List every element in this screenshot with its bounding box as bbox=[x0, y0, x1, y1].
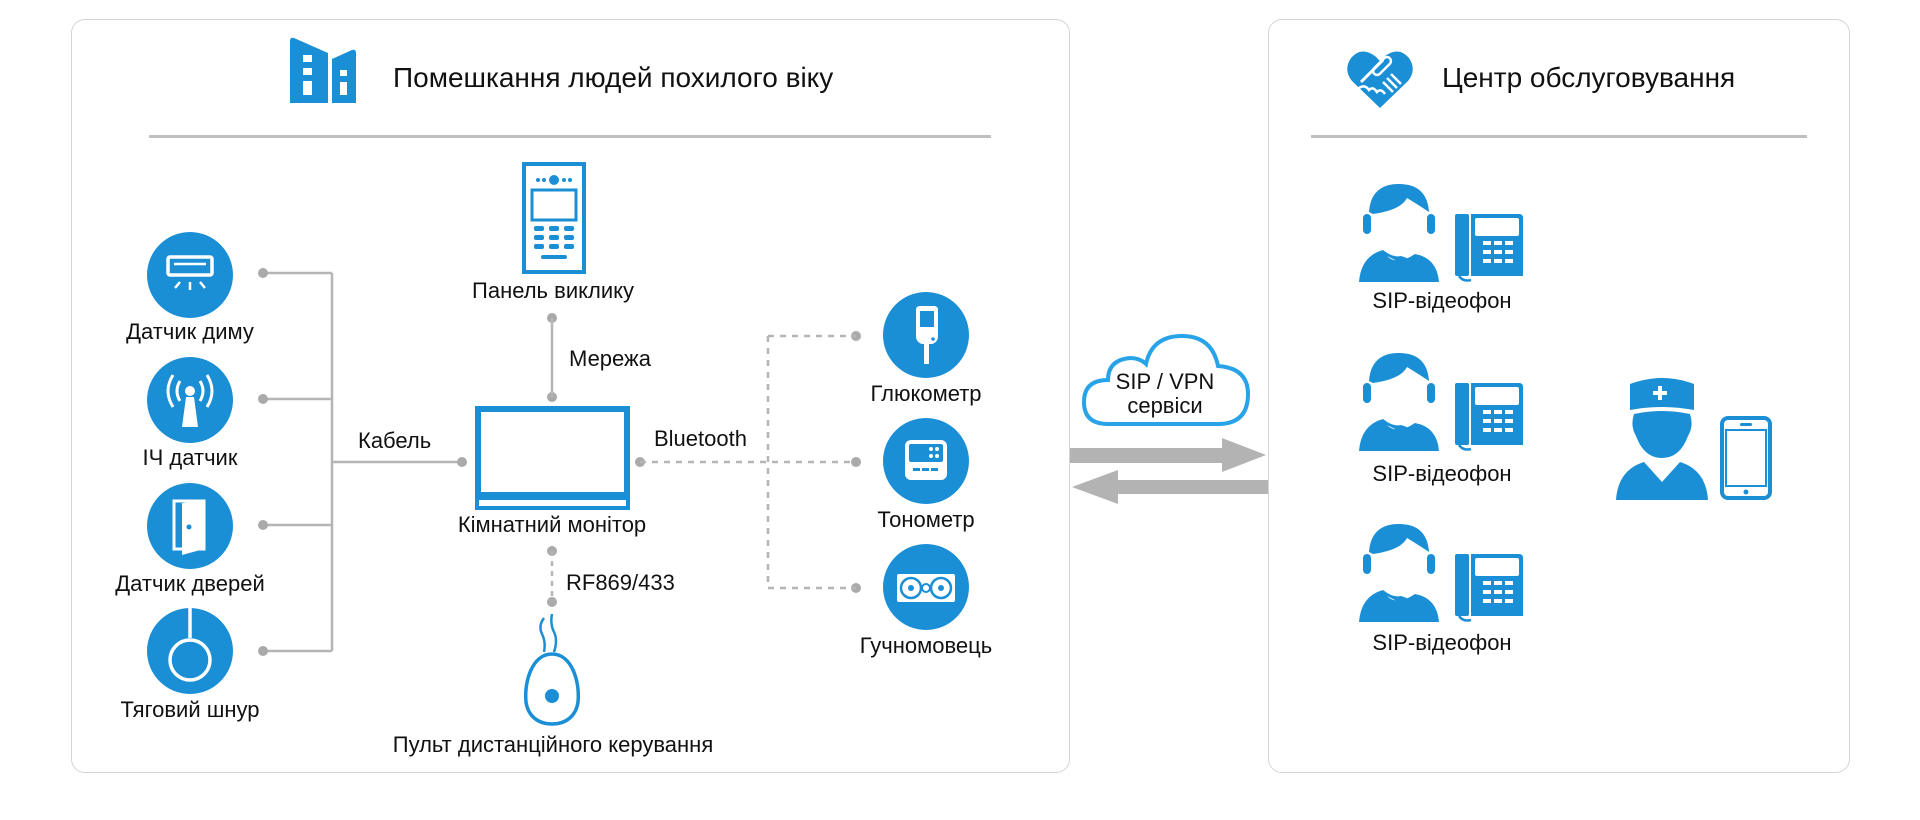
arrow-right bbox=[1070, 438, 1266, 472]
operator-phone-icon bbox=[1359, 184, 1523, 282]
monitor-label: Кімнатний монітор bbox=[457, 512, 647, 537]
health-label-glucometer: Глюкометр bbox=[870, 381, 982, 406]
call-panel-label: Панель виклику bbox=[472, 278, 634, 303]
dot-door bbox=[258, 520, 268, 530]
sensor-label-smoke: Датчик диму bbox=[126, 319, 254, 344]
sensor-label-cord: Тяговий шнур bbox=[120, 697, 260, 722]
bluetooth-connector bbox=[640, 334, 856, 590]
glucometer-icon bbox=[883, 292, 969, 378]
remote-label: Пульт дистанційного керування bbox=[392, 732, 714, 757]
tonometer-icon bbox=[883, 418, 969, 504]
dot-cord bbox=[258, 646, 268, 656]
operator-phone-icon bbox=[1359, 353, 1523, 451]
cloud-label: SIP / VPN сервіси bbox=[1090, 370, 1240, 418]
dot-ir bbox=[258, 394, 268, 404]
cloud-line-1: SIP / VPN bbox=[1115, 369, 1215, 394]
building-icon bbox=[290, 37, 356, 103]
network-label: Мережа bbox=[569, 346, 651, 371]
health-label-speaker: Гучномовець bbox=[859, 633, 993, 658]
monitor-icon bbox=[475, 406, 630, 510]
air-conditioner-icon bbox=[147, 232, 233, 318]
call-panel-icon bbox=[522, 162, 586, 274]
bluetooth-label: Bluetooth bbox=[654, 426, 747, 451]
left-header-divider bbox=[149, 135, 991, 138]
dot-tonometer bbox=[851, 457, 861, 467]
right-header-divider bbox=[1311, 135, 1807, 138]
station-label-3: SIP-відеофон bbox=[1372, 630, 1512, 655]
station-label-2: SIP-відеофон bbox=[1372, 461, 1512, 486]
arrow-left bbox=[1072, 470, 1268, 504]
elderly-home-title: Помешкання людей похилого віку bbox=[393, 62, 834, 93]
dot-monitor-cable bbox=[457, 457, 467, 467]
rf-label: RF869/433 bbox=[566, 570, 675, 595]
heart-handshake-icon bbox=[1347, 51, 1413, 108]
operator-phone-icon bbox=[1359, 524, 1523, 622]
cable-label: Кабель bbox=[358, 428, 432, 453]
cloud-line-2: сервіси bbox=[1127, 393, 1203, 418]
station-label-1: SIP-відеофон bbox=[1372, 288, 1512, 313]
pull-cord-icon bbox=[147, 608, 233, 694]
infrared-antenna-icon bbox=[147, 357, 233, 443]
dot-smoke bbox=[258, 268, 268, 278]
speaker-icon bbox=[883, 544, 969, 630]
sensor-label-ir: ІЧ датчик bbox=[142, 445, 238, 470]
cable-connector bbox=[263, 271, 462, 653]
remote-pendant-icon bbox=[523, 613, 581, 726]
door-icon bbox=[147, 483, 233, 569]
health-label-tonometer: Тонометр bbox=[877, 507, 975, 532]
service-center-title: Центр обслуговування bbox=[1442, 62, 1736, 93]
doctor-mobile-icon bbox=[1616, 378, 1772, 500]
sensor-label-door: Датчик дверей bbox=[115, 571, 265, 596]
elderly-home-panel bbox=[71, 19, 1070, 773]
cloud-icon bbox=[1081, 333, 1251, 426]
